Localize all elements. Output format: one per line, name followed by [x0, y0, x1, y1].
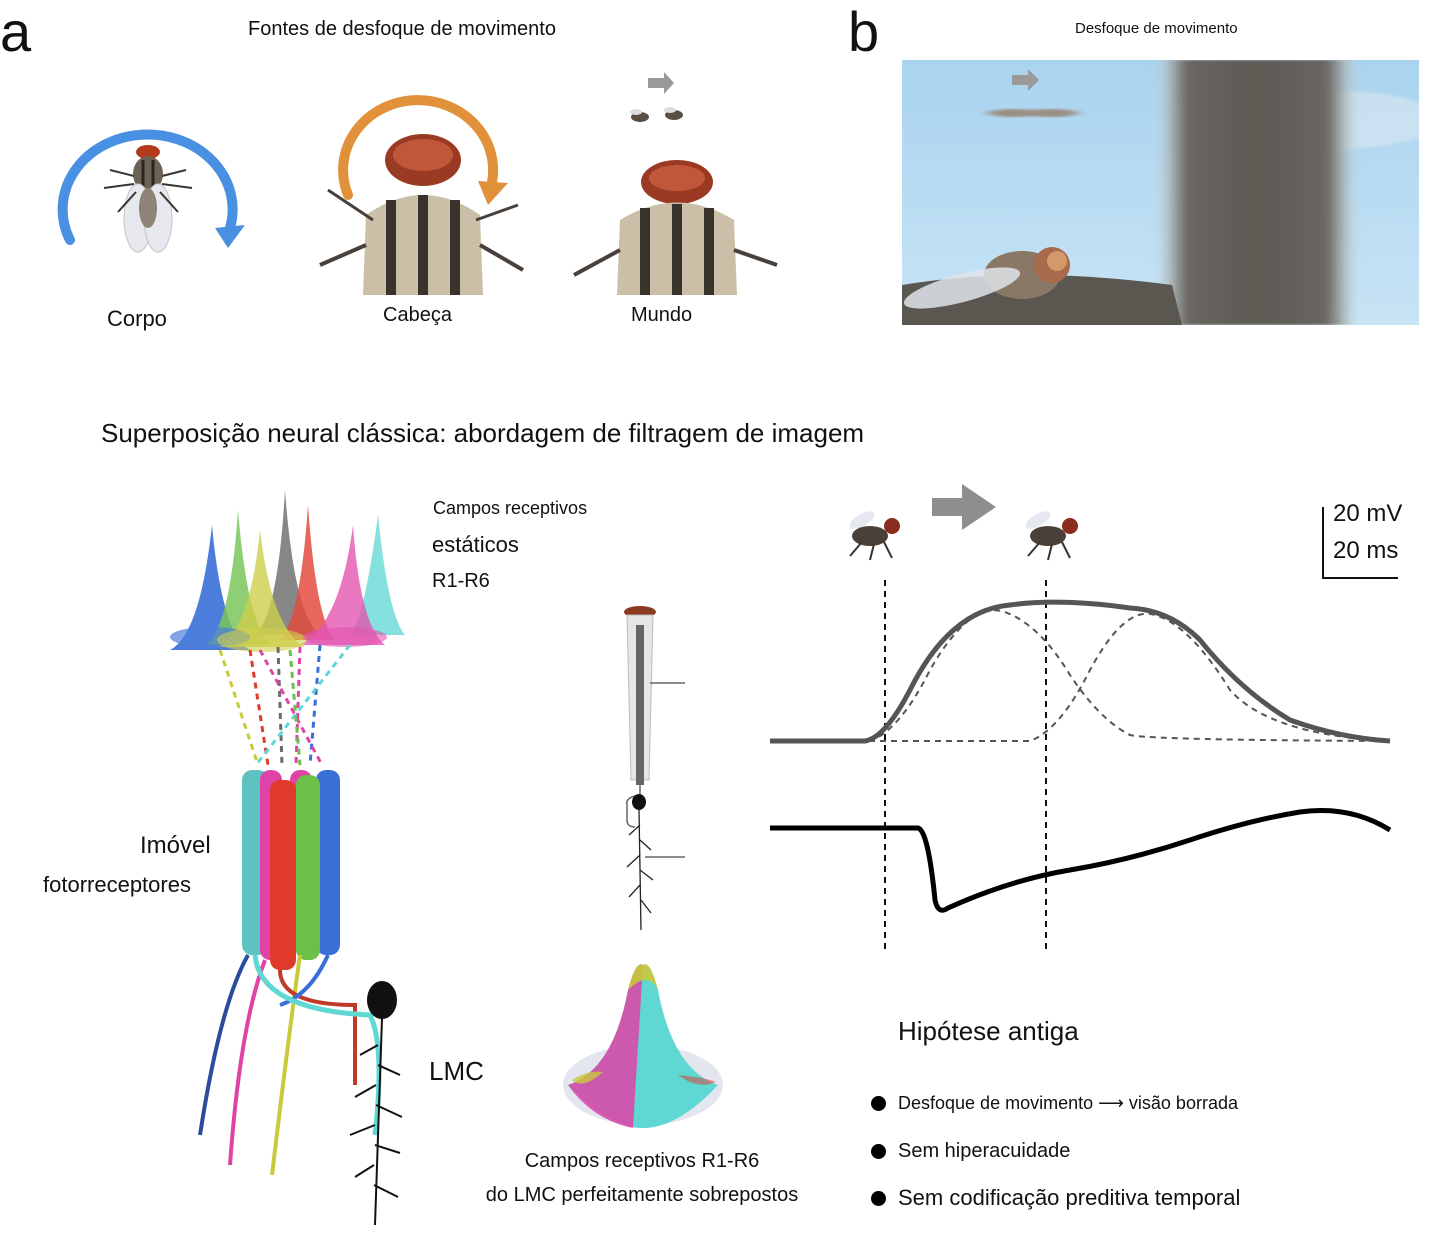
- head-rotation-arrow: [338, 95, 499, 200]
- photoreceptor-label-line1: Imóvel: [140, 832, 211, 859]
- head-rotation-illustration: [319, 95, 525, 295]
- scale-time: 20 ms: [1333, 537, 1399, 564]
- panel-c-title: Superposição neural clássica: abordagem …: [101, 418, 865, 448]
- receptive-field-cones: [170, 490, 405, 652]
- small-flies: [630, 107, 683, 122]
- lmc-neuron: [349, 981, 403, 1226]
- overlap-caption-line1: Campos receptivos R1-R6: [524, 1150, 760, 1172]
- bullet-dot: [871, 1096, 886, 1111]
- bullet-dot: [871, 1144, 886, 1159]
- scene-motion-arrow: [1012, 69, 1039, 91]
- label-world: Mundo: [631, 304, 693, 326]
- photoreceptor-label-line2: fotorreceptores: [43, 872, 191, 897]
- rf-label-line2: estáticos: [432, 532, 519, 557]
- fly-top-view: [103, 145, 193, 253]
- fly-back-view-world: [573, 160, 778, 295]
- motion-blur-scene: [902, 60, 1419, 325]
- voltage-traces: [770, 580, 1392, 950]
- fly-back-view: [319, 134, 525, 295]
- hypothesis-bullet-2: Sem hiperacuidade: [871, 1140, 1070, 1163]
- axons: [198, 954, 382, 1176]
- overlapping-receptive-fields: [563, 964, 723, 1128]
- blurred-tree-trunk: [1162, 60, 1352, 325]
- lmc-label: LMC: [429, 1056, 484, 1086]
- fly-motion-arrow: [932, 484, 996, 530]
- photoreceptor-cylinders: [242, 770, 340, 970]
- panel-b-letter: b: [848, 0, 880, 63]
- label-head: Cabeça: [383, 304, 452, 326]
- world-motion-illustration: [573, 72, 778, 295]
- lmc-trace: [770, 807, 1392, 913]
- body-rotation-arrow: [57, 129, 238, 245]
- projection-lines: [218, 644, 352, 766]
- fly-right: [1025, 511, 1078, 561]
- rf-label-line3: R1-R6: [432, 570, 490, 592]
- hypothesis-bullet-1: Desfoque de movimento ⟶ visão borrada: [871, 1093, 1238, 1114]
- panel-a-title: Fontes de desfoque de movimento: [248, 18, 556, 40]
- scale-voltage: 20 mV: [1333, 500, 1403, 527]
- photoreceptor-response-1: [770, 609, 1391, 742]
- panel-a-letter: a: [0, 0, 32, 63]
- panel-b-title: Desfoque de movimento: [1075, 20, 1238, 37]
- summed-photoreceptor-trace: [770, 599, 1391, 744]
- scale-bar: [1322, 507, 1398, 579]
- label-body: Corpo: [107, 306, 167, 331]
- hypothesis-title: Hipótese antiga: [898, 1016, 1079, 1046]
- overlap-caption-line2: do LMC perfeitamente sobrepostos: [485, 1184, 799, 1206]
- fly-on-branch: [903, 247, 1070, 309]
- hypothesis-bullet-3: Sem codificação preditiva temporal: [871, 1185, 1240, 1211]
- body-rotation-illustration: [57, 129, 245, 253]
- bullet-text: Sem codificação preditiva temporal: [898, 1185, 1241, 1210]
- photoreceptor-illustration: [170, 490, 405, 1226]
- bullet-dot: [871, 1190, 886, 1206]
- fly-left: [849, 511, 900, 561]
- fly-motion-stimulus: [849, 484, 1078, 561]
- bullet-text: Sem hiperacuidade: [898, 1140, 1071, 1162]
- photoreceptor-response-2: [770, 612, 1391, 742]
- recording-electrode: [624, 606, 685, 931]
- bullet-text: Desfoque de movimento ⟶ visão borrada: [898, 1093, 1238, 1113]
- world-motion-arrow: [648, 72, 674, 94]
- rf-label-line1: Campos receptivos: [433, 498, 588, 518]
- blurred-distant-flies: [988, 109, 1078, 117]
